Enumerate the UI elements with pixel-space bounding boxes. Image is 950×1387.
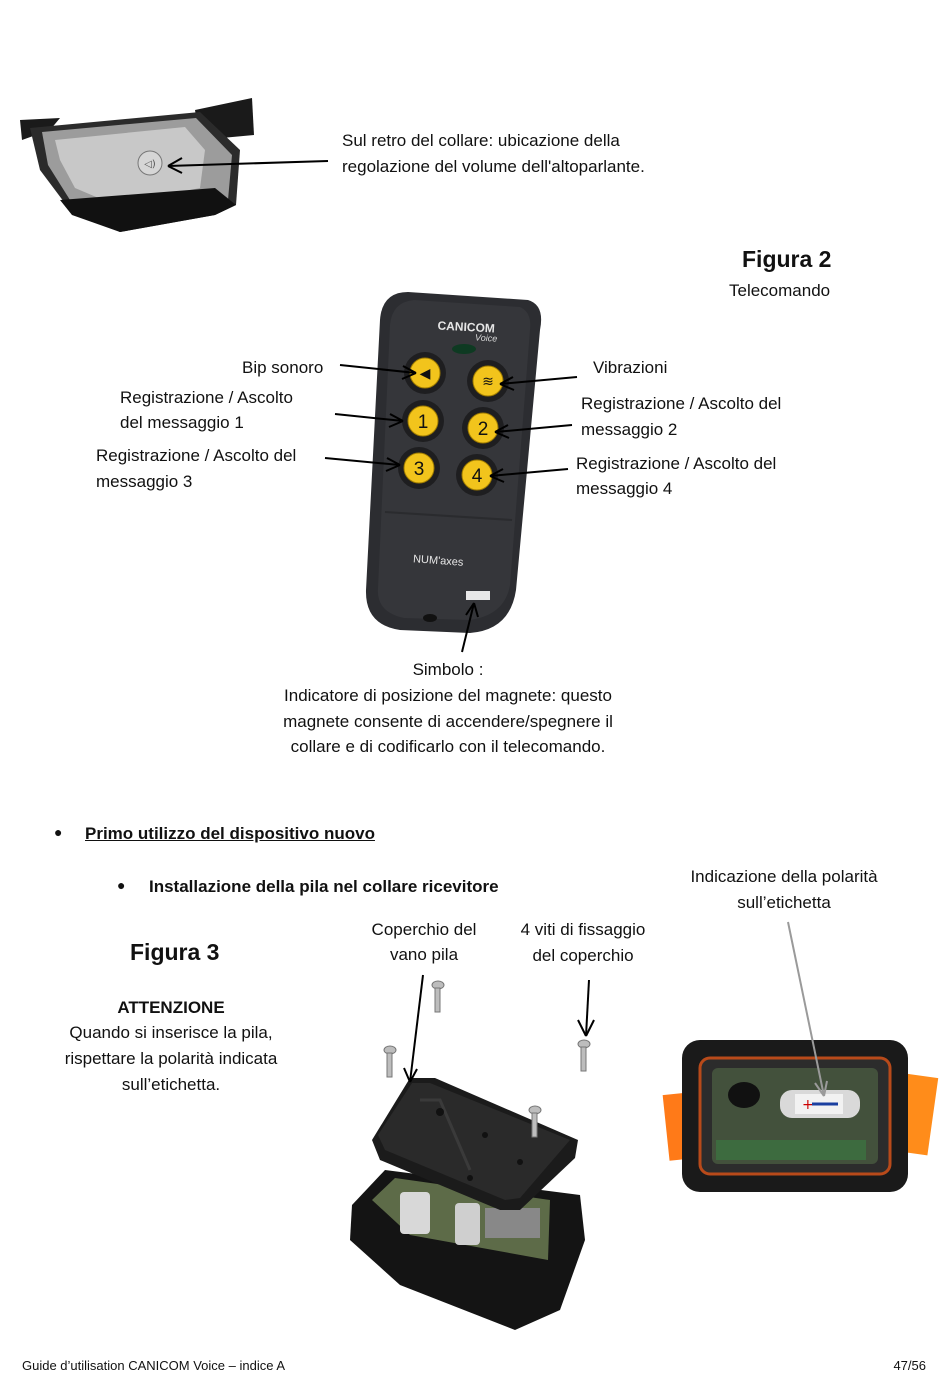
warning-line1: Quando si inserisce la pila, [69, 1023, 273, 1042]
label-rec1-line2: del messaggio 1 [120, 413, 244, 432]
remote-model-text: Voice [475, 332, 498, 343]
label-vibrazioni: Vibrazioni [593, 358, 668, 377]
remote-button-4: 4 [472, 466, 483, 487]
magnet-marker [466, 591, 490, 600]
label-rec1-line1: Registrazione / Ascolto [120, 388, 293, 407]
svg-text:+: + [802, 1097, 814, 1113]
remote-brand-text: CANICOM [437, 319, 495, 336]
section-heading: Primo utilizzo del dispositivo nuovo [85, 824, 375, 843]
label-rec3-line1: Registrazione / Ascolto del [96, 446, 297, 465]
section-subheading: Installazione della pila nel collare ric… [149, 877, 499, 896]
cover-label-line1: Coperchio del [371, 920, 477, 939]
collar-caption-line2: regolazione del volume dell'altoparlante… [342, 157, 645, 176]
label-bip-sonoro: Bip sonoro [242, 358, 324, 377]
warning-line2: rispettare la polarità indicata [64, 1049, 278, 1068]
footer-title: Guide d’utilisation CANICOM Voice – indi… [22, 1358, 286, 1373]
remote-button-3: 3 [414, 459, 425, 480]
svg-text:◁): ◁) [144, 159, 156, 170]
label-rec4-line1: Registrazione / Ascolto del [576, 454, 777, 473]
label-rec2-line2: messaggio 2 [581, 420, 678, 439]
remote-arrows [324, 364, 578, 653]
figure3-title: Figura 3 [130, 939, 220, 965]
page-number: 47/56 [893, 1358, 926, 1373]
receiver-open-image: + [662, 1040, 939, 1192]
collar-caption-line1: Sul retro del collare: ubicazione della [342, 131, 620, 150]
receiver-exploded-image [350, 980, 591, 1330]
cover-label-line2: vano pila [389, 945, 459, 964]
figure2-title: Figura 2 [742, 246, 832, 272]
polarity-label-line1: Indicazione della polarità [690, 867, 878, 886]
label-rec3-line2: messaggio 3 [96, 472, 193, 491]
svg-text:≋: ≋ [482, 374, 494, 390]
collar-back-image: ◁) [20, 98, 254, 232]
label-rec2-line1: Registrazione / Ascolto del [581, 394, 782, 413]
warning-title: ATTENZIONE [117, 998, 225, 1017]
symbol-caption-line1: Simbolo : [412, 660, 484, 679]
symbol-caption-line2: Indicatore di posizione del magnete: que… [284, 686, 612, 705]
screws-label-line1: 4 viti di fissaggio [520, 920, 646, 939]
bullet-dot: ● [117, 877, 126, 893]
symbol-caption-line4: collare e di codificarlo con il telecoma… [290, 737, 606, 756]
remote-control-image: CANICOM Voice ◀ ≋ 1 2 3 4 NUM'axes [365, 292, 542, 633]
label-rec4-line2: messaggio 4 [576, 479, 673, 498]
figure3-arrows [403, 974, 595, 1083]
polarity-label-line2: sull’etichetta [737, 893, 831, 912]
remote-button-1: 1 [418, 412, 429, 433]
bullet-dot: ● [54, 824, 63, 840]
figure2-subtitle: Telecomando [729, 281, 831, 300]
remote-button-2: 2 [478, 419, 489, 440]
warning-line3: sull’etichetta. [121, 1075, 221, 1094]
symbol-caption-line3: magnete consente di accendere/spegnere i… [283, 712, 613, 731]
remote-maker-text: NUM'axes [413, 553, 465, 569]
svg-text:◀: ◀ [420, 366, 431, 382]
screws-label-line2: del coperchio [532, 946, 634, 965]
